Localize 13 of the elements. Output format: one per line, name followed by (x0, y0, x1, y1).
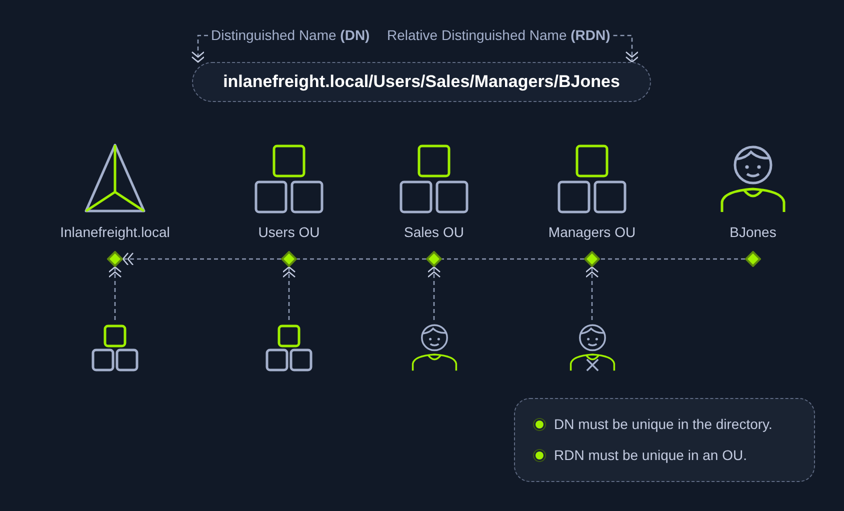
note-text: DN must be unique in the directory. (554, 415, 772, 434)
note-text: RDN must be unique in an OU. (554, 446, 747, 465)
name-label: Relative Distinguished Name (RDN) (387, 26, 610, 45)
dashed-arrow (613, 34, 639, 63)
path-box: inlanefreight.local/Users/Sales/Managers/BJones (192, 62, 651, 102)
node-label: Inlanefreight.local (60, 223, 170, 242)
notes-panel (514, 398, 815, 482)
node-label: Managers OU (548, 223, 636, 242)
node-label: Sales OU (404, 223, 464, 242)
node-label: Users OU (258, 223, 320, 242)
dashed-arrow (191, 34, 208, 63)
node-label: BJones (730, 223, 776, 242)
name-label: Distinguished Name (DN) (211, 26, 370, 45)
